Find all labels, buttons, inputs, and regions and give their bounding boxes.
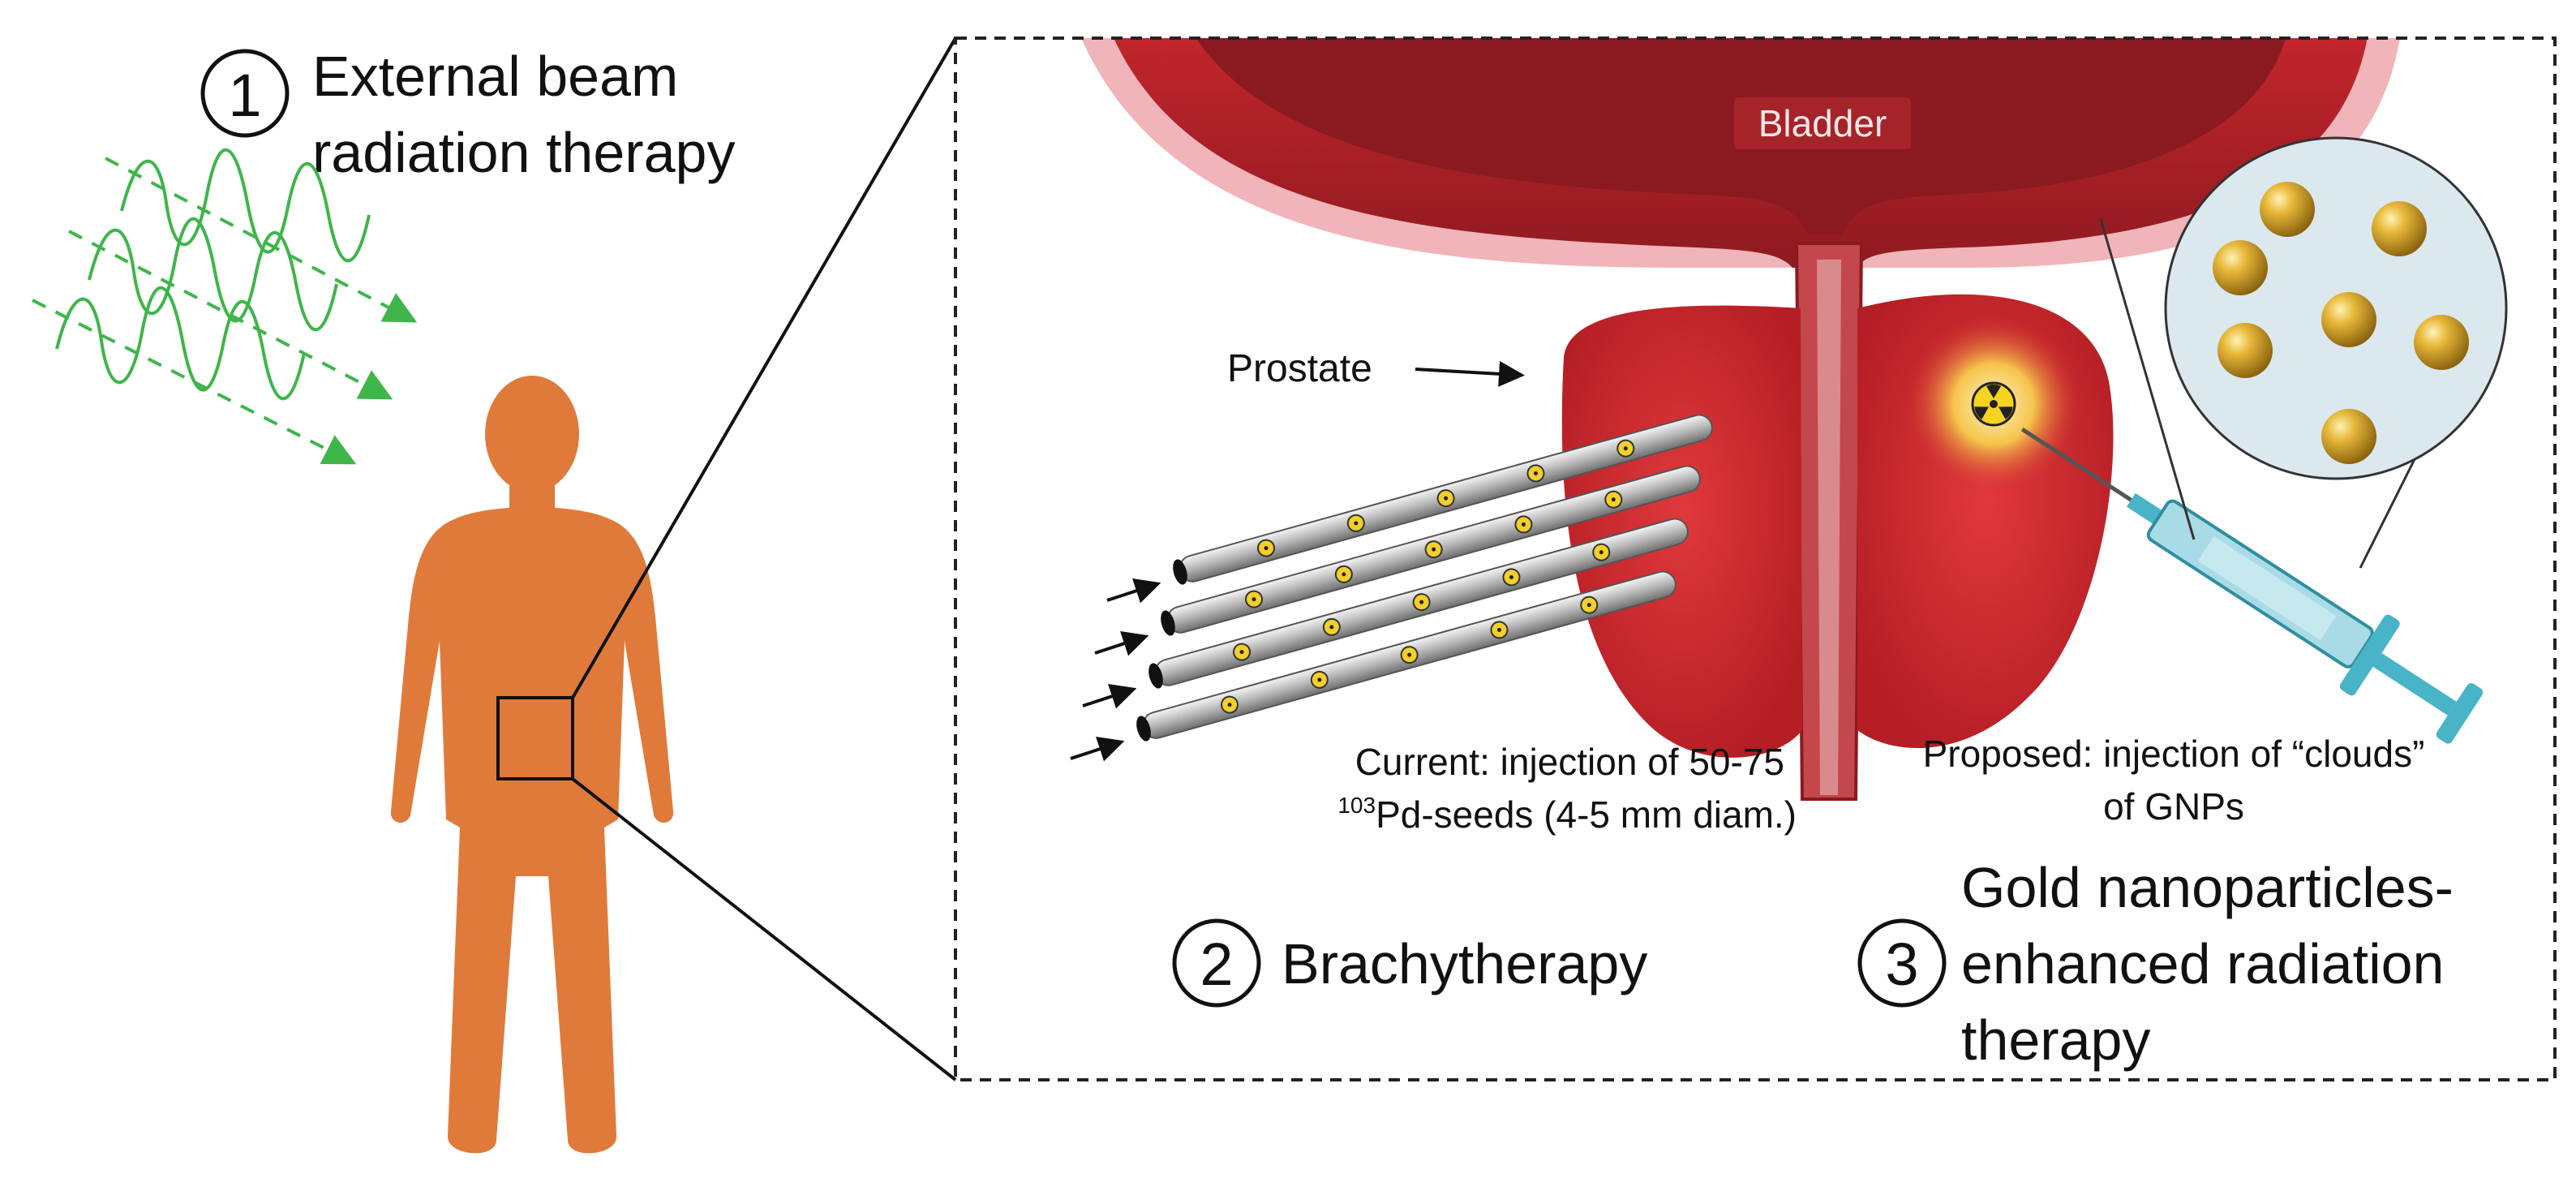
prostate-label: Prostate	[1227, 347, 1372, 390]
step-number-3: 3	[1885, 931, 1918, 998]
bladder-label: Bladder	[1758, 102, 1887, 144]
brachytherapy-title: Brachytherapy	[1282, 932, 1647, 995]
gold-nanoparticle-icon	[2213, 182, 2469, 464]
zoom-panel: Bladder Prostate	[954, 37, 2557, 1081]
seed-needle-icon	[1161, 465, 1701, 636]
gnp-title-line2: enhanced radiation	[1961, 932, 2444, 995]
prostate-pointer-arrow	[1415, 360, 1525, 387]
seed-needle-icon	[1136, 570, 1677, 742]
syringe-icon	[2020, 428, 2484, 744]
seed-needle-icon	[1148, 518, 1689, 689]
zoom-line-top	[571, 37, 957, 699]
step-number-1: 1	[228, 62, 261, 129]
radiation-beams-icon	[32, 148, 418, 465]
step-number-circle-3	[1857, 918, 1947, 1008]
external-beam-title-line2: radiation therapy	[312, 121, 735, 184]
human-body-icon	[390, 376, 674, 1154]
section-external-beam: 1 External beam radiation therapy	[32, 37, 957, 1154]
radiation-icon	[1971, 381, 2016, 427]
seed-description: Pd-seeds (4-5 mm diam.)	[1376, 793, 1797, 836]
zoom-panel-border	[954, 37, 2557, 1081]
isotope-mass-number: 103	[1337, 793, 1376, 818]
pelvis-highlight-box	[496, 696, 574, 780]
seed-needles	[1136, 414, 1713, 742]
proposed-caption-line1: Proposed: injection of “clouds”	[1923, 733, 2425, 775]
gnp-title-line3: therapy	[1961, 1008, 2150, 1072]
external-beam-title-line1: External beam	[312, 45, 678, 108]
gnp-title-line1: Gold nanoparticles-	[1961, 856, 2454, 919]
step-number-2: 2	[1200, 931, 1233, 998]
zoom-line-bottom	[571, 777, 957, 1081]
seed-needle-icon	[1173, 414, 1713, 585]
proposed-caption-line2: of GNPs	[2103, 785, 2244, 828]
step-number-circle-2	[1172, 918, 1261, 1008]
current-caption-line2: 103Pd-seeds (4-5 mm diam.)	[1337, 793, 1797, 836]
current-caption-line1: Current: injection of 50-75	[1355, 741, 1784, 783]
insertion-arrows	[1070, 578, 1161, 762]
step-number-circle-1	[200, 49, 290, 138]
